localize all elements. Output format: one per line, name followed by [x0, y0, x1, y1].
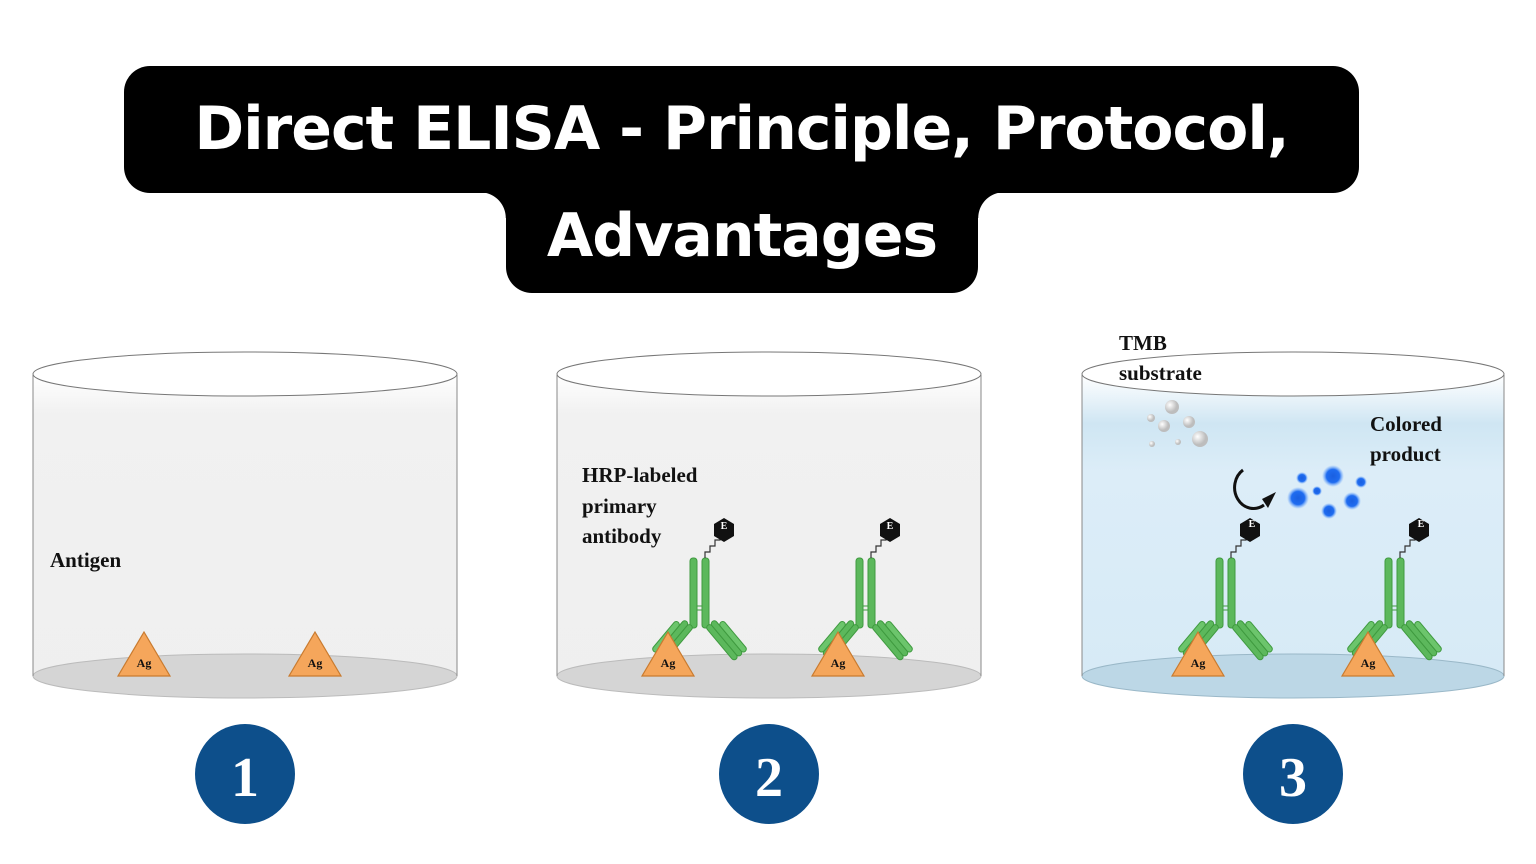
title-line-2: Advantages — [480, 180, 1004, 293]
well-3: TMB substrate Colored product — [1081, 331, 1505, 699]
step-badge-1: 1 — [195, 724, 295, 824]
antibody-label-line-3: antibody — [582, 524, 662, 548]
substrate-label-line-2: substrate — [1119, 361, 1202, 385]
antibody-label-line-1: HRP-labeled — [582, 463, 698, 487]
svg-text:2: 2 — [755, 747, 783, 809]
step-badge-3: 3 — [1243, 724, 1343, 824]
enzyme-icon: E — [1418, 519, 1425, 530]
antigen-icon: Ag — [1171, 631, 1225, 677]
antigen-icon: Ag — [288, 631, 342, 677]
product-label-line-1: Colored — [1370, 412, 1442, 436]
svg-text:Ag: Ag — [308, 656, 323, 670]
antigen-icon: Ag — [641, 631, 695, 677]
well-1: Antigen Ag Ag — [32, 351, 458, 699]
antigen-icon: Ag — [811, 631, 865, 677]
svg-text:Ag: Ag — [661, 656, 676, 670]
svg-text:3: 3 — [1279, 747, 1307, 809]
enzyme-icon: E — [887, 521, 894, 532]
svg-text:Ag: Ag — [137, 656, 152, 670]
enzyme-icon: E — [1249, 519, 1256, 530]
substrate-label-line-1: TMB — [1119, 331, 1167, 355]
reaction-arrow-icon — [1233, 468, 1276, 510]
colored-product-particles — [1287, 465, 1367, 519]
title-line-1: Direct ELISA - Principle, Protocol, — [124, 66, 1359, 193]
svg-text:Ag: Ag — [831, 656, 846, 670]
enzyme-icon: E — [721, 521, 728, 532]
product-label-line-2: product — [1370, 442, 1441, 466]
well-2: HRP-labeled primary antibody E E Ag Ag — [556, 351, 982, 699]
svg-text:1: 1 — [231, 747, 259, 809]
antigen-icon: Ag — [117, 631, 171, 677]
step-badge-2: 2 — [719, 724, 819, 824]
svg-text:Ag: Ag — [1191, 656, 1206, 670]
antigen-label: Antigen — [50, 548, 121, 572]
substrate-particles — [1147, 400, 1208, 447]
svg-text:Ag: Ag — [1361, 656, 1376, 670]
antigen-icon: Ag — [1341, 631, 1395, 677]
antibody-label-line-2: primary — [582, 494, 657, 518]
